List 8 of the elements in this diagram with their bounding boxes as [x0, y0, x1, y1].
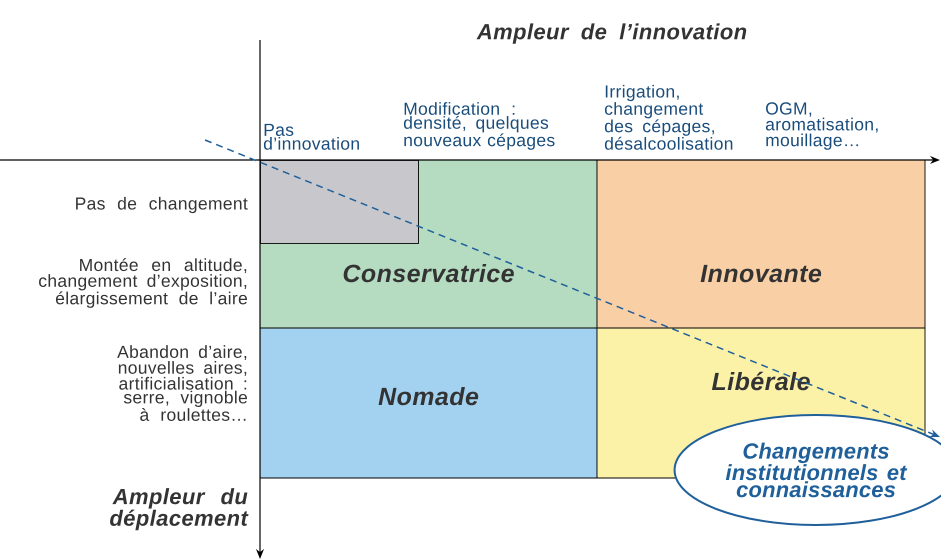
oval-callout: Changements institutionnels et connaissances — [674, 414, 941, 526]
axis-title: Ampleur du déplacement — [110, 488, 249, 530]
quadrant-box: Innovante — [596, 160, 926, 328]
quadrant-box: Nomade — [260, 328, 598, 478]
no-change-box — [260, 160, 419, 244]
column-label: Modification : densité, quelques nouveaux cépages — [404, 102, 555, 150]
axis-title: Ampleur de l’innovation — [476, 23, 746, 44]
row-label: Montée en altitude, changement d’exposition, élargissement de l’aire — [39, 258, 247, 308]
